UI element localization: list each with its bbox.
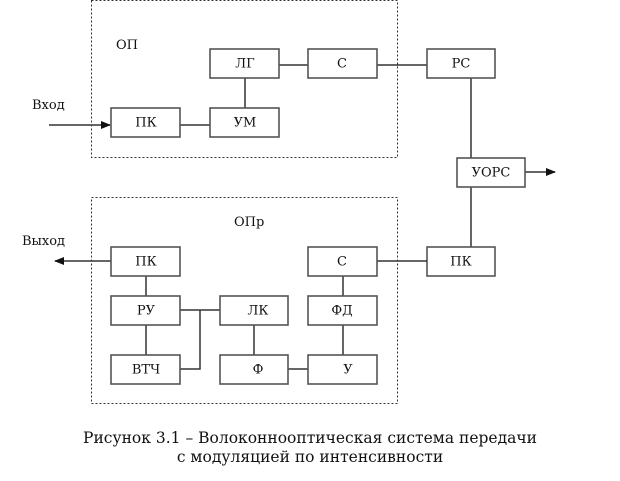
block-f-label: Ф: [253, 363, 264, 378]
block-lg: ЛГ: [209, 48, 280, 79]
block-lk: ЛК: [219, 295, 289, 326]
block-lg-label: ЛГ: [235, 57, 255, 72]
block-vtch-label: ВТЧ: [132, 363, 160, 378]
block-um-label: УМ: [234, 116, 257, 131]
block-ru-label: РУ: [137, 304, 156, 319]
block-u-label: У: [343, 363, 353, 378]
block-s-tx: С: [307, 48, 378, 79]
block-s-rx: С: [307, 246, 378, 277]
output-label: Выход: [22, 234, 65, 249]
figure-caption-line-2: с модуляцией по интенсивности: [176, 448, 444, 466]
block-fd-label: ФД: [331, 304, 352, 319]
input-label: Вход: [32, 98, 65, 113]
block-f: Ф: [219, 354, 289, 385]
block-vtch: ВТЧ: [110, 354, 181, 385]
block-s-rx-label: С: [337, 255, 347, 270]
block-rs: РС: [426, 48, 496, 79]
block-pk-line-label: ПК: [450, 255, 471, 270]
block-s-tx-label: С: [337, 57, 347, 72]
block-pk-rx-label: ПК: [135, 255, 156, 270]
block-pk-tx: ПК: [110, 107, 181, 138]
block-fd: ФД: [307, 295, 378, 326]
block-pk-rx: ПК: [110, 246, 181, 277]
receiver-title: ОПр: [234, 215, 264, 230]
block-uors-label: УОРС: [472, 166, 511, 181]
transmitter-title: ОП: [116, 38, 138, 53]
block-lk-label: ЛК: [248, 304, 269, 319]
figure-caption-line-1: Рисунок 3.1 – Волоконнооптическая систем…: [83, 429, 537, 447]
block-ru: РУ: [110, 295, 181, 326]
wire-vtch-junction: [180, 310, 201, 370]
block-pk-tx-label: ПК: [135, 116, 156, 131]
block-rs-label: РС: [452, 57, 471, 72]
block-um: УМ: [209, 107, 280, 138]
transmitter-boundary: [91, 0, 398, 158]
block-uors: УОРС: [456, 157, 526, 188]
receiver-boundary: [91, 197, 398, 404]
block-u: У: [307, 354, 378, 385]
block-pk-line: ПК: [426, 246, 496, 277]
